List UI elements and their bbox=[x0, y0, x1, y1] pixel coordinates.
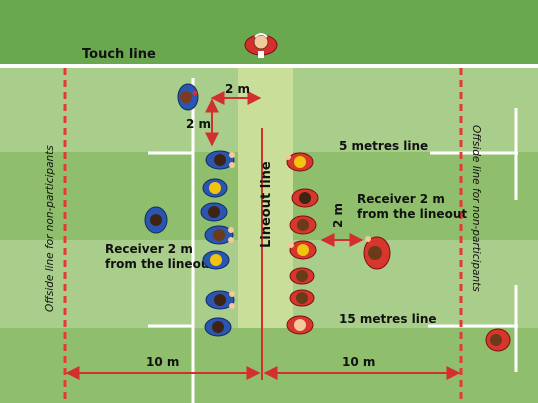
distance-2m-left: 2 m bbox=[186, 117, 211, 131]
player-red-3 bbox=[289, 215, 317, 235]
player-blue-3 bbox=[200, 202, 228, 222]
lineout-line-label: Lineout line bbox=[259, 161, 274, 248]
player-red-6 bbox=[289, 289, 315, 307]
player-blue-4 bbox=[204, 225, 234, 245]
distance-2m-top: 2 m bbox=[225, 82, 250, 96]
lineout-zone bbox=[238, 66, 293, 328]
distance-2m-right: 2 m bbox=[331, 203, 345, 228]
offside-left-label: Offside line for non-participants bbox=[44, 145, 56, 312]
referee bbox=[244, 33, 278, 58]
offside-right-label: Offside line for non-participants bbox=[470, 125, 482, 292]
distance-10m-left: 10 m bbox=[146, 355, 179, 369]
receiver-left-label-line2: from the lineout bbox=[105, 257, 215, 271]
player-red-1 bbox=[285, 152, 314, 172]
touch-line-label: Touch line bbox=[82, 47, 156, 62]
player-blue-6 bbox=[205, 290, 235, 310]
fifteen-metre-line-label: 15 metres line bbox=[339, 312, 437, 326]
player-red-receiver bbox=[363, 236, 391, 270]
blue-team bbox=[144, 83, 235, 337]
five-metre-line-label: 5 metres line bbox=[339, 139, 428, 153]
receiver-right-label-line1: Receiver 2 m bbox=[357, 192, 445, 206]
player-blue-5 bbox=[202, 250, 230, 270]
player-red-far bbox=[485, 328, 511, 352]
distance-10m-right: 10 m bbox=[342, 355, 375, 369]
player-blue-receiver bbox=[144, 206, 168, 234]
player-blue-7 bbox=[204, 317, 232, 337]
receiver-left-label-line1: Receiver 2 m bbox=[105, 242, 193, 256]
red-team bbox=[285, 152, 511, 352]
player-red-5 bbox=[289, 267, 315, 285]
player-blue-2 bbox=[202, 178, 228, 198]
player-red-7 bbox=[286, 315, 314, 335]
player-blue-thrower bbox=[177, 83, 199, 111]
player-red-2 bbox=[291, 188, 319, 208]
grass-band bbox=[0, 328, 538, 403]
player-red-4 bbox=[288, 240, 317, 260]
receiver-right-label-line2: from the lineout bbox=[357, 207, 467, 221]
player-blue-1 bbox=[205, 150, 235, 170]
